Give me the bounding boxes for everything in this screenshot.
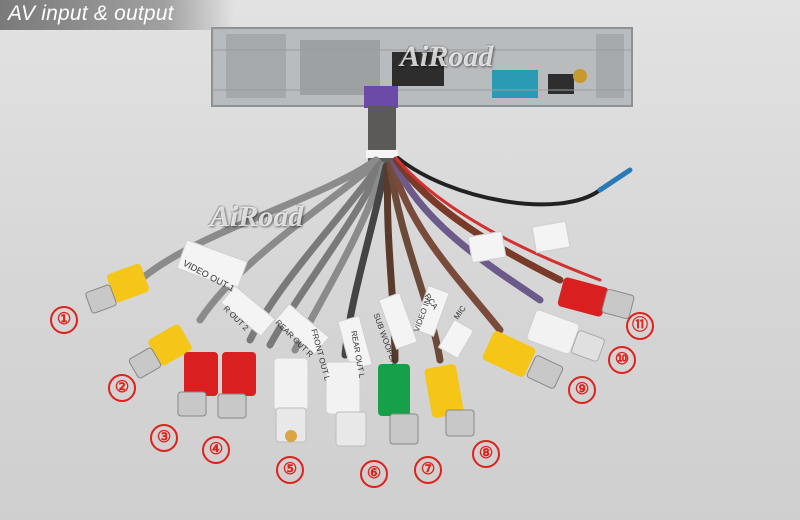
title-bar: AV input & output [0, 0, 234, 30]
connector-number: ⑤ [276, 456, 304, 484]
connector-number: ⑨ [568, 376, 596, 404]
watermark-logo: AiRoad [210, 200, 304, 233]
wire-loom [364, 86, 398, 166]
connector-number: ⑪ [626, 312, 654, 340]
connector-number: ① [50, 306, 78, 334]
wire-tags [176, 220, 571, 371]
head-unit-back-panel [211, 27, 633, 107]
connector-number: ⑩ [608, 346, 636, 374]
connector-number: ⑦ [414, 456, 442, 484]
connector-number: ⑥ [360, 460, 388, 488]
connector-number: ④ [202, 436, 230, 464]
rca-plugs [85, 263, 635, 447]
connector-number: ② [108, 374, 136, 402]
connector-number: ⑧ [472, 440, 500, 468]
page-title: AV input & output [8, 2, 174, 25]
watermark-logo: AiRoad [400, 40, 494, 73]
connector-number: ③ [150, 424, 178, 452]
